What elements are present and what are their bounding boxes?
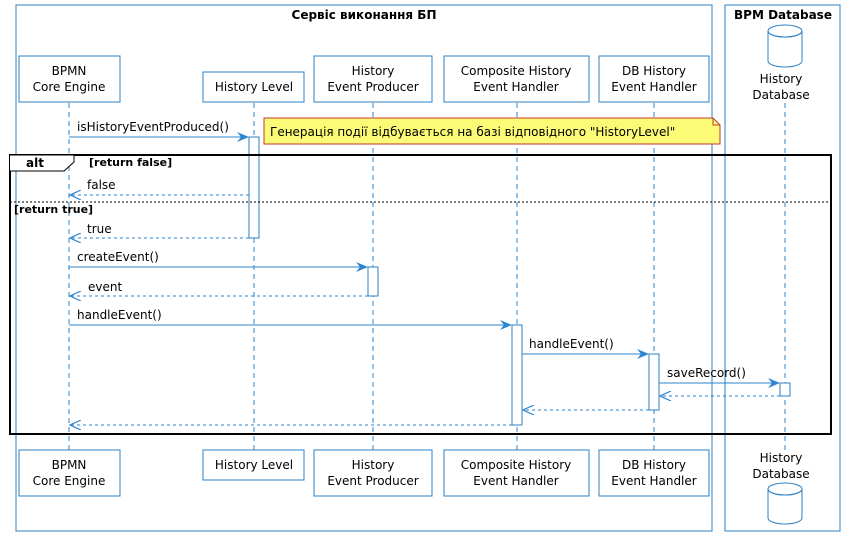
participant-db-bottom: History Database: [752, 451, 810, 525]
alt-guard-false: [return false]: [89, 156, 172, 169]
participant-db-bottom-line2: Database: [752, 467, 809, 481]
participant-dbhandler-line1: DB History: [622, 64, 686, 78]
participant-composite-bottom: Composite History Event Handler: [443, 449, 590, 497]
participant-dbhandler-bottom-line1: DB History: [622, 458, 686, 472]
activation-bars: [248, 136, 791, 426]
message-handleEvent-1: handleEvent(): [69, 308, 512, 330]
database-boundary-box: BPM Database: [724, 4, 841, 532]
participant-producer-line2: Event Producer: [327, 80, 418, 94]
participant-producer-bottom-line1: History: [352, 458, 395, 472]
participant-level-line1: History Level: [215, 80, 293, 94]
message-handleEvent-2-label: handleEvent(): [529, 337, 614, 351]
participant-db-line2: Database: [752, 88, 809, 102]
participant-producer-top: History Event Producer: [313, 55, 433, 103]
service-box-title: Сервіс виконання БП: [292, 8, 437, 22]
note-text: Генерація події відбувається на базі від…: [270, 125, 675, 139]
participant-dbhandler-bottom: DB History Event Handler: [598, 449, 710, 497]
message-handleEvent-1-label: handleEvent(): [77, 308, 162, 322]
participant-composite-bottom-line2: Event Handler: [473, 474, 559, 488]
participant-db-bottom-line1: History: [760, 451, 803, 465]
participant-composite-top: Composite History Event Handler: [443, 55, 590, 103]
activation-level: [248, 136, 260, 239]
participant-engine-bottom-line1: BPMN: [52, 458, 87, 472]
participant-engine-bottom-line2: Core Engine: [33, 474, 106, 488]
message-isHistoryEventProduced: isHistoryEventProduced(): [69, 120, 249, 142]
activation-db: [779, 382, 791, 397]
participant-db-line1: History: [760, 72, 803, 86]
activation-composite: [511, 324, 523, 426]
alt-guard-true: [return true]: [14, 203, 93, 216]
database-cylinder-icon: [767, 24, 803, 68]
participant-level-top: History Level: [202, 71, 305, 103]
message-true-return: true: [70, 222, 249, 238]
participant-composite-bottom-line1: Composite History: [461, 458, 572, 472]
message-false-label: false: [87, 178, 116, 192]
message-saveRecord: saveRecord(): [659, 366, 780, 388]
participant-producer-line1: History: [352, 64, 395, 78]
participant-engine-line1: BPMN: [52, 64, 87, 78]
message-handleEvent-2: handleEvent(): [522, 337, 649, 359]
database-cylinder-bottom-icon: [767, 482, 803, 525]
participant-level-bottom-line1: History Level: [215, 458, 293, 472]
participant-engine-line2: Core Engine: [33, 80, 106, 94]
message-false-return: false: [70, 178, 249, 195]
alt-keyword: alt: [26, 156, 44, 170]
participant-engine-bottom: BPMN Core Engine: [18, 449, 121, 497]
activation-producer: [367, 266, 379, 297]
message-saveRecord-label: saveRecord(): [667, 366, 746, 380]
participant-dbhandler-line2: Event Handler: [611, 80, 697, 94]
participant-composite-line1: Composite History: [461, 64, 572, 78]
participant-producer-bottom: History Event Producer: [313, 449, 433, 497]
message-isHistoryEventProduced-label: isHistoryEventProduced(): [77, 120, 229, 134]
participant-engine-top: BPMN Core Engine: [18, 55, 121, 103]
note: Генерація події відбувається на базі від…: [263, 117, 721, 145]
message-event-label: event: [88, 280, 122, 294]
message-createEvent-label: createEvent(): [77, 250, 159, 264]
participant-producer-bottom-line2: Event Producer: [327, 474, 418, 488]
participant-dbhandler-top: DB History Event Handler: [598, 55, 710, 103]
activation-dbhandler: [648, 353, 660, 411]
message-event-return: event: [70, 280, 368, 296]
message-createEvent: createEvent(): [69, 250, 368, 272]
participant-dbhandler-bottom-line2: Event Handler: [611, 474, 697, 488]
participant-level-bottom: History Level: [202, 449, 305, 481]
service-boundary-box: Сервіс виконання БП: [15, 4, 713, 532]
participant-composite-line2: Event Handler: [473, 80, 559, 94]
database-box-title: BPM Database: [734, 8, 832, 22]
alt-fragment: alt [return false] [return true]: [9, 154, 832, 435]
participant-db-top: History Database: [752, 24, 810, 102]
message-true-label: true: [87, 222, 112, 236]
